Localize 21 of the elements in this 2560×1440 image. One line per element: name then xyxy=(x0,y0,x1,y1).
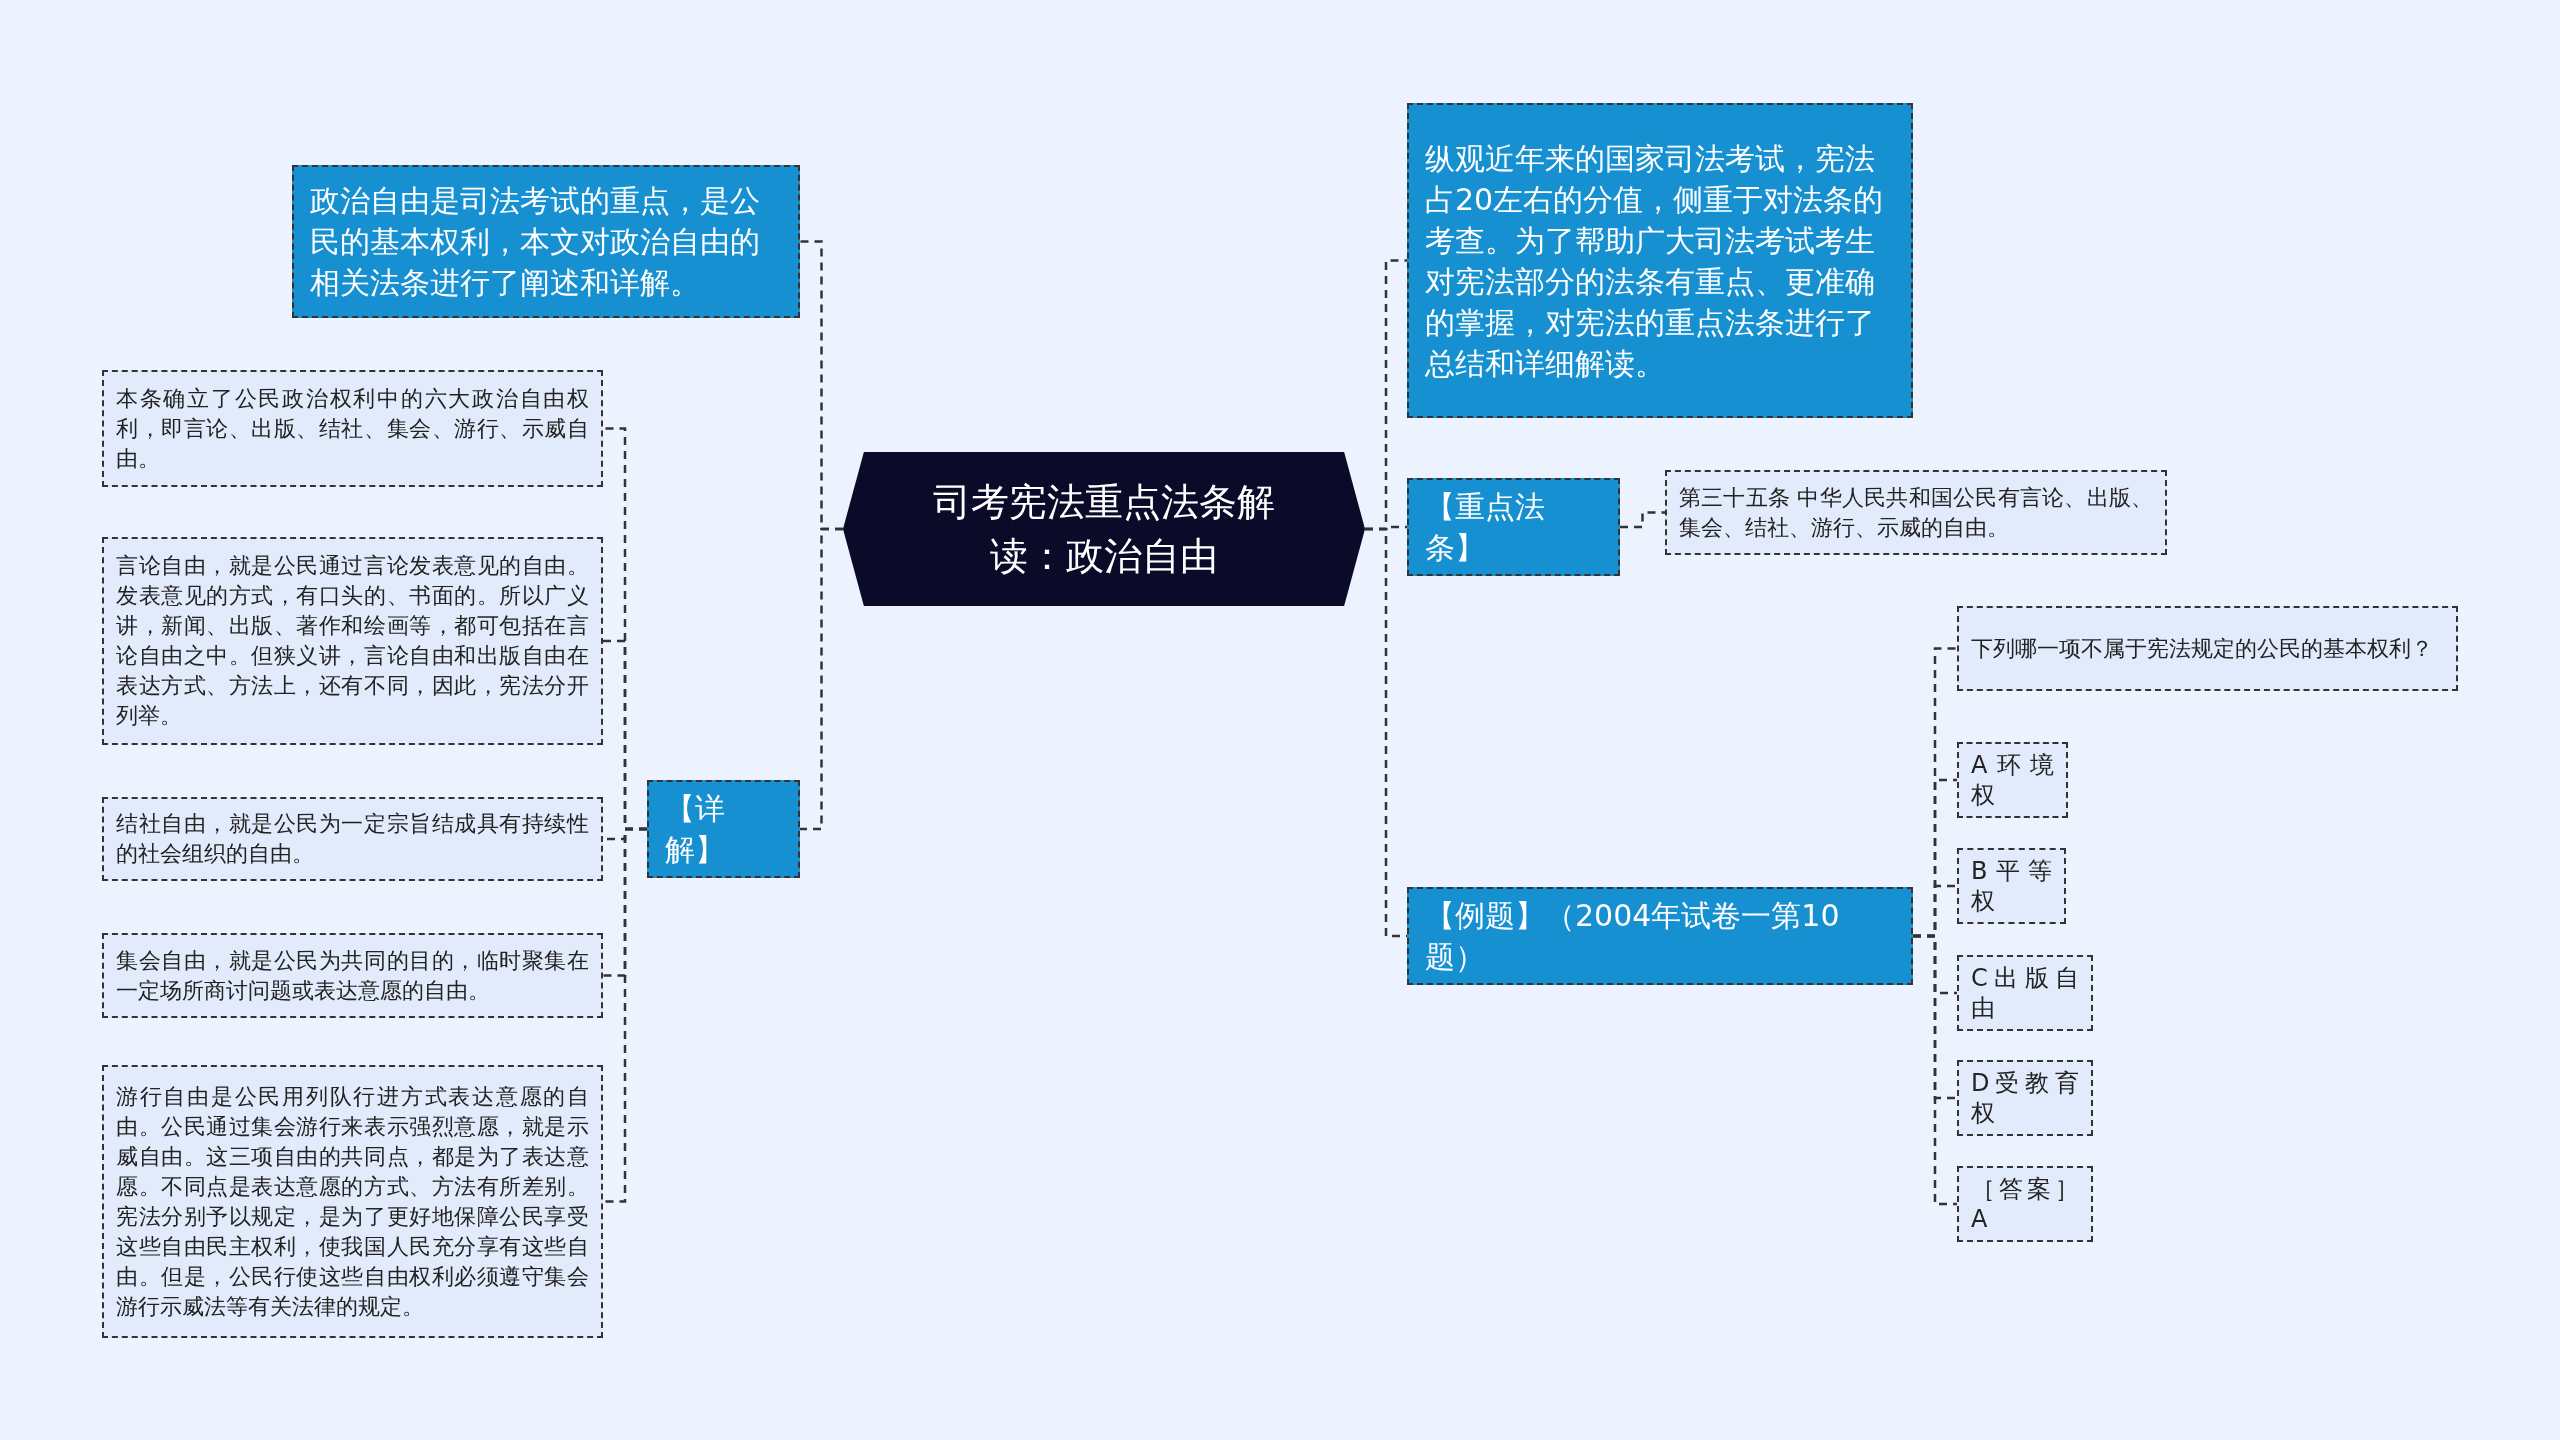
topic-box: 【重点法条】 xyxy=(1407,478,1620,576)
note-box: 集会自由，就是公民为共同的目的，临时聚集在一定场所商讨问题或表达意愿的自由。 xyxy=(102,933,603,1018)
connector-line xyxy=(603,827,647,1203)
topic-box: 政治自由是司法考试的重点，是公民的基本权利，本文对政治自由的相关法条进行了阐述和详解。 xyxy=(292,165,800,318)
note-box: 本条确立了公民政治权利中的六大政治自由权利，即言论、出版、结社、集会、游行、示威自由。 xyxy=(102,370,603,487)
note-box: 游行自由是公民用列队行进方式表达意愿的自由。公民通过集会游行来表示强烈意愿，就是示威自由。这三项自由的共同点，都是为了表达意愿。不同点是表达意愿的方式、方法有所差别。宪法分别予以规定，是为了更好地保障公民享受这些自由民主权利，使我国人民充分享有这些自由。但是，公民行使这些自由权利必须遵守集会游行示威法等有关法律的规定。 xyxy=(102,1065,603,1338)
option-box: ［答案］A xyxy=(1957,1166,2093,1242)
note-box: 下列哪一项不属于宪法规定的公民的基本权利？ xyxy=(1957,606,2458,691)
option-box: B平等权 xyxy=(1957,848,2066,924)
option-box: A环境权 xyxy=(1957,742,2068,818)
topic-box: 纵观近年来的国家司法考试，宪法占20左右的分值，侧重于对法条的考查。为了帮助广大司法考试考生对宪法部分的法条有重点、更准确的掌握，对宪法的重点法条进行了总结和详细解读。 xyxy=(1407,103,1913,418)
note-box: 结社自由，就是公民为一定宗旨结成具有持续性的社会组织的自由。 xyxy=(102,797,603,881)
note-box: 言论自由，就是公民通过言论发表意见的自由。发表意见的方式，有口头的、书面的。所以广义讲，新闻、出版、著作和绘画等，都可包括在言论自由之中。但狭义讲，言论自由和出版自由在表达方式、方法上，还有不同，因此，宪法分开列举。 xyxy=(102,537,603,745)
connector-line xyxy=(1913,934,1957,1206)
connector-line xyxy=(1620,511,1665,529)
topic-box: 【详解】 xyxy=(647,780,800,878)
connector-line xyxy=(800,527,843,831)
option-box: D受教育权 xyxy=(1957,1060,2093,1136)
topic-box: 【例题】（2004年试卷一第10题） xyxy=(1407,887,1913,985)
option-box: C出版自由 xyxy=(1957,955,2093,1031)
note-box: 第三十五条 中华人民共和国公民有言论、出版、集会、结社、游行、示威的自由。 xyxy=(1665,470,2167,555)
